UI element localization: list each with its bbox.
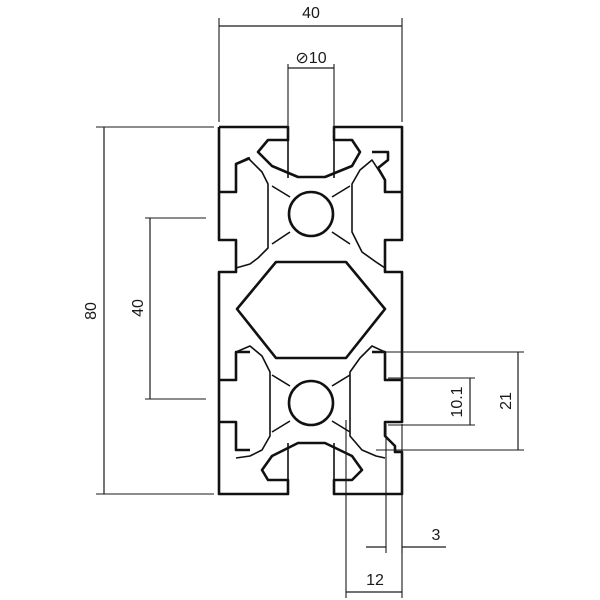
left-upper-slot xyxy=(235,157,269,269)
profile-outer-contour xyxy=(217,125,404,496)
left-lower-slot xyxy=(235,345,271,459)
bottom-slot-throat xyxy=(287,443,335,480)
right-lower-slot xyxy=(349,345,386,459)
top-slot-throat xyxy=(287,140,335,178)
dimension-wall: 3 xyxy=(366,424,446,553)
profile-outline xyxy=(217,125,404,496)
center-cavity xyxy=(235,260,387,360)
dimension-height: 80 xyxy=(83,126,214,495)
dimension-slot-outer: 21 xyxy=(376,351,524,451)
upper-core-bore xyxy=(287,190,335,238)
dimension-width-label: 40 xyxy=(302,5,320,22)
dimension-slot-offset: 12 xyxy=(345,420,403,598)
dimension-slot-outer-label: 21 xyxy=(498,392,515,410)
dimension-slot-depth-label: 10.1 xyxy=(449,386,466,417)
dimension-slot-offset-label: 12 xyxy=(366,572,384,589)
dimension-slot-width-label: ⊘10 xyxy=(295,50,326,67)
dimension-slot-width: ⊘10 xyxy=(287,50,335,135)
dimension-width: 40 xyxy=(218,5,403,122)
right-upper-slot xyxy=(351,159,386,269)
dimension-pitch: 40 xyxy=(130,217,206,400)
dimension-height-label: 80 xyxy=(83,302,100,320)
lower-core-bore xyxy=(287,379,335,427)
upper-core-web xyxy=(271,185,351,245)
dimension-pitch-label: 40 xyxy=(130,299,147,317)
dimension-wall-label: 3 xyxy=(432,527,441,544)
lower-core-web xyxy=(271,374,351,433)
